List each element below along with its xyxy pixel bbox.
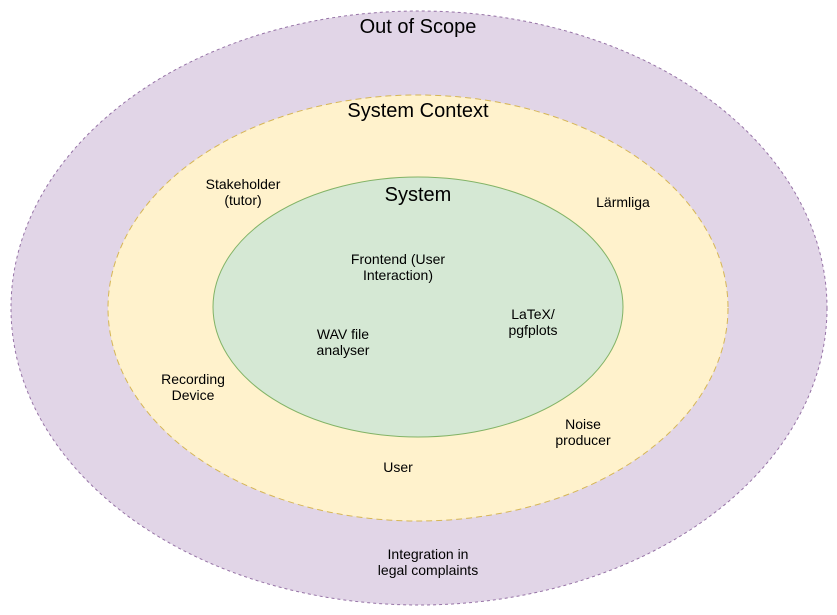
item-user: User (383, 459, 413, 475)
item-noise-producer: Noise producer (555, 416, 611, 448)
item-stakeholder-tutor: Stakeholder (tutor) (205, 176, 281, 208)
item-wav-file-analyser: WAV file analyser (316, 326, 370, 358)
system-title: System (384, 184, 452, 206)
item-integration-legal-complaints: Integration in legal complaints (377, 546, 479, 578)
item-larmliga: Lärmliga (596, 194, 650, 210)
system-context-title: System Context (347, 100, 489, 122)
item-latex-pgfplots: LaTeX/ pgfplots (508, 306, 558, 338)
out-of-scope-title: Out of Scope (359, 16, 477, 38)
item-recording-device: Recording Device (161, 371, 225, 403)
item-frontend-user-interaction: Frontend (User Interaction) (350, 251, 446, 283)
system-ellipse (212, 176, 624, 438)
